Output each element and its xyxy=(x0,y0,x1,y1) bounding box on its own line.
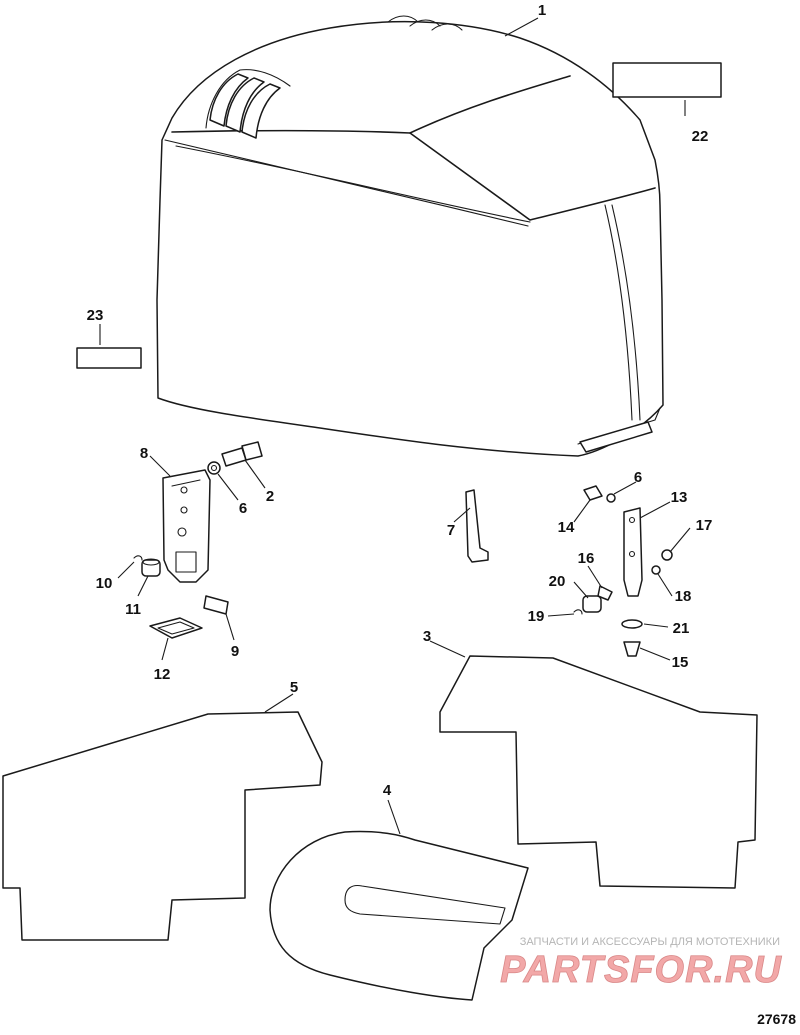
callout-21: 21 xyxy=(673,620,690,637)
callout-7: 7 xyxy=(447,522,455,539)
callout-16: 16 xyxy=(578,550,595,567)
callout-2: 2 xyxy=(266,488,274,505)
decal-23 xyxy=(76,347,142,369)
callout-19: 19 xyxy=(528,608,545,625)
part-7-rod xyxy=(465,489,489,563)
callout-labels: 1 2 3 4 5 6 6 7 8 9 10 11 12 13 14 15 16… xyxy=(87,2,713,799)
figure-number: 27678 xyxy=(757,1011,796,1027)
callout-12: 12 xyxy=(154,666,171,683)
callout-8: 8 xyxy=(140,445,148,462)
watermark-tagline: ЗАПЧАСТИ И АКСЕССУАРЫ ДЛЯ МОТОТЕХНИКИ xyxy=(520,936,780,948)
pad-3 xyxy=(439,655,758,889)
callout-17: 17 xyxy=(696,517,713,534)
callout-15: 15 xyxy=(672,654,689,671)
callout-3: 3 xyxy=(423,628,431,645)
callout-6-left: 6 xyxy=(239,500,247,517)
watermark-logo: PARTSFOR.RU xyxy=(500,949,782,991)
callout-14: 14 xyxy=(558,519,575,536)
callout-5: 5 xyxy=(290,679,298,696)
callout-18: 18 xyxy=(675,588,692,605)
decal-22 xyxy=(612,62,722,98)
engine-cowl xyxy=(156,15,664,457)
callout-11: 11 xyxy=(125,601,141,618)
pad-4 xyxy=(269,830,529,1001)
leader-lines xyxy=(99,17,691,835)
right-bracket-assembly xyxy=(573,485,673,657)
callout-4: 4 xyxy=(383,782,392,799)
callout-1: 1 xyxy=(538,2,546,19)
callout-10: 10 xyxy=(96,575,113,592)
callout-22: 22 xyxy=(692,128,709,145)
watermark: ЗАПЧАСТИ И АКСЕССУАРЫ ДЛЯ МОТОТЕХНИКИ PA… xyxy=(500,936,782,991)
pad-5 xyxy=(2,711,323,941)
callout-13: 13 xyxy=(671,489,688,506)
pad-4-slot xyxy=(344,884,506,925)
callout-23: 23 xyxy=(87,307,104,324)
callout-6-right: 6 xyxy=(634,469,642,486)
callout-9: 9 xyxy=(231,643,239,660)
callout-20: 20 xyxy=(549,573,566,590)
left-bracket-assembly xyxy=(133,441,263,639)
